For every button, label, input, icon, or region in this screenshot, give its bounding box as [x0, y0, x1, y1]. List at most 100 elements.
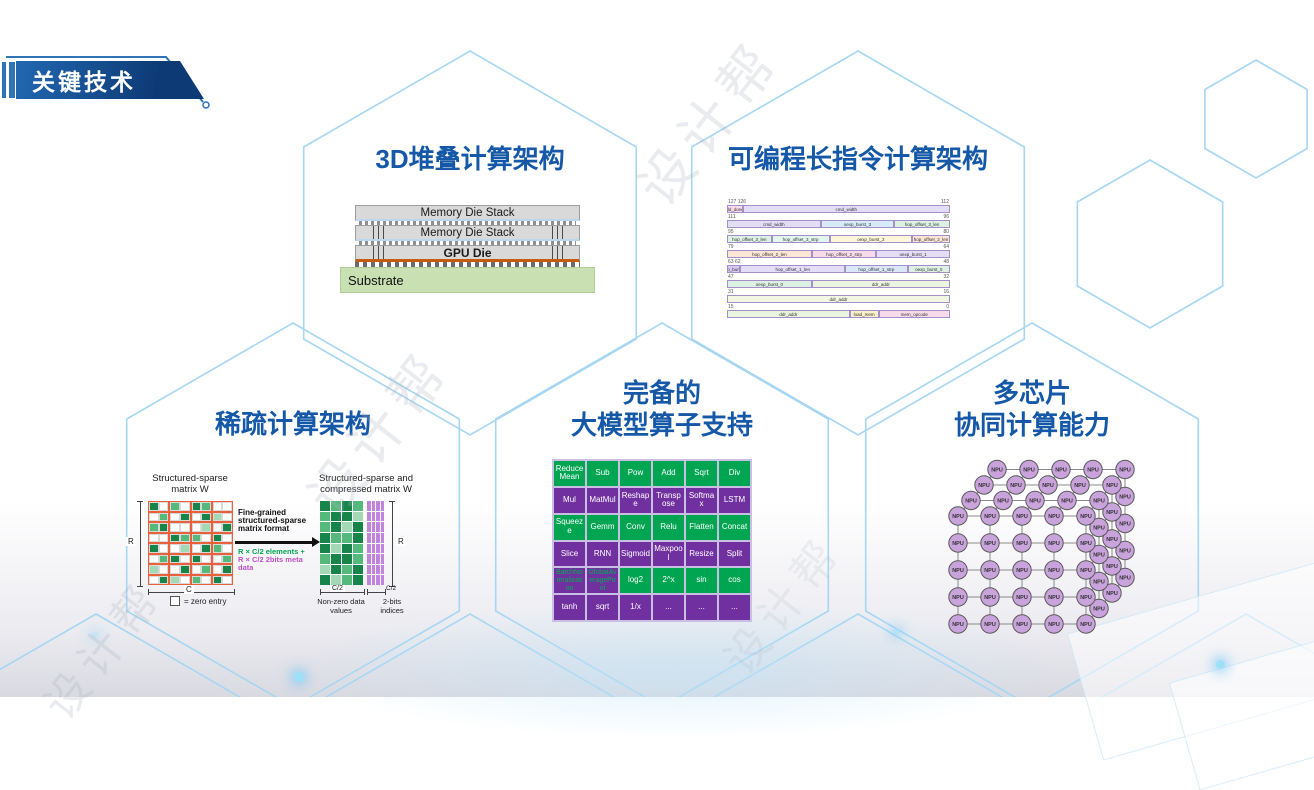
npu-node: NPU	[993, 490, 1013, 511]
npu-circle	[1051, 459, 1071, 480]
bit-field-bar: oexp_burst_1hop_offset_1_lenhop_offset_1…	[727, 265, 950, 273]
operator-cell: Conv	[620, 514, 651, 540]
glow-dot	[294, 672, 304, 682]
npu-node: NPU	[1044, 560, 1064, 580]
instruction-field: cmd_width	[727, 220, 821, 228]
npu-circle	[1044, 560, 1064, 580]
instruction-field: oexp_burst_2	[829, 235, 913, 243]
npu-label: NPU	[952, 541, 964, 547]
hexagon-outline	[494, 322, 830, 697]
npu-label: NPU	[1016, 541, 1028, 547]
npu-circle	[1102, 556, 1122, 576]
matrix-cell	[222, 565, 232, 574]
matrix-cell	[191, 533, 202, 542]
npu-node: NPU	[987, 459, 1007, 480]
operator-cell: MatMul	[587, 487, 618, 513]
matrix-cell	[179, 575, 190, 584]
matrix-cell	[149, 575, 159, 584]
bit-number-left: 47	[728, 274, 734, 280]
npu-circle	[1089, 517, 1109, 538]
matrix-cell	[212, 533, 223, 542]
compressed-cell	[320, 522, 330, 532]
instruction-field: cmd_width	[742, 205, 950, 213]
npu-node: NPU	[1051, 459, 1071, 480]
bit-field-bar: vld_donecmd_width	[727, 205, 950, 213]
operator-cell: ...	[653, 595, 684, 620]
compressed-cell	[320, 554, 330, 564]
npu-label: NPU	[1119, 576, 1131, 582]
npu-circle	[1025, 490, 1045, 511]
npu-node: NPU	[948, 614, 968, 634]
npu-label: NPU	[984, 568, 996, 574]
npu-node: NPU	[1044, 587, 1064, 607]
page-title: 关键技术	[32, 69, 136, 95]
glow-dot	[893, 628, 900, 635]
microbump-row	[359, 221, 576, 225]
glow-dot	[92, 632, 98, 638]
left-matrix-title: Structured-sparse matrix W	[152, 473, 228, 495]
matrix-cell	[158, 502, 169, 511]
npu-label: NPU	[1080, 622, 1092, 628]
npu-circle	[1012, 614, 1032, 634]
bit-number-right: 96	[943, 214, 949, 220]
meta-cell	[380, 522, 384, 532]
npu-node: NPU	[1115, 486, 1135, 507]
compressed-cell	[353, 532, 363, 543]
sparse-group	[169, 543, 191, 554]
substrate-layer: Substrate	[340, 267, 595, 293]
npu-label: NPU	[952, 595, 964, 601]
operator-cell: GlobalAveragePool	[587, 568, 618, 594]
compressed-cell	[320, 543, 330, 554]
hexagon-outline	[1076, 159, 1224, 329]
matrix-cell	[179, 502, 190, 511]
c-label: C	[184, 585, 194, 594]
instruction-field: hop_offset_3_len	[727, 235, 772, 243]
sparse-group	[190, 532, 212, 543]
npu-label: NPU	[1074, 483, 1086, 489]
sparse-group	[169, 511, 191, 522]
npu-node: NPU	[1076, 506, 1096, 526]
matrix-cell	[201, 565, 211, 574]
matrix-cell	[158, 523, 169, 532]
npu-circle	[993, 490, 1013, 511]
matrix-cell	[179, 565, 190, 574]
zero-entry-swatch	[170, 596, 180, 606]
compressed-cell	[353, 501, 363, 511]
npu-label: NPU	[1080, 514, 1092, 520]
npu-node: NPU	[1044, 533, 1064, 553]
compressed-cell	[342, 575, 352, 585]
matrix-cell	[149, 544, 159, 553]
npu-label: NPU	[1106, 510, 1118, 516]
bit-number-right: 48	[943, 259, 949, 265]
npu-node: NPU	[1076, 533, 1096, 553]
npu-node: NPU	[1115, 513, 1135, 534]
die-layer: GPU Die	[355, 245, 580, 262]
npu-node: NPU	[980, 506, 1000, 526]
matrix-cell	[158, 533, 169, 542]
instruction-field: load_mem	[849, 310, 879, 318]
npu-circle	[1044, 533, 1064, 553]
operator-cell: Reshape	[620, 487, 651, 513]
compressed-cell	[353, 575, 363, 585]
matrix-cell	[201, 544, 211, 553]
compressed-cell	[331, 532, 341, 543]
instruction-field: vld_done	[727, 205, 743, 213]
operator-cell: ...	[719, 595, 750, 620]
npu-node: NPU	[1102, 583, 1122, 603]
operator-cell: Sigmoid	[620, 541, 651, 567]
sparse-group	[190, 553, 212, 564]
npu-circle	[1089, 571, 1109, 592]
matrix-cell	[222, 523, 232, 532]
instruction-field: oexp_burst_0	[907, 265, 950, 273]
npu-node: NPU	[1076, 614, 1096, 634]
operator-cell: Add	[653, 461, 684, 486]
matrix-cell	[201, 523, 211, 532]
instruction-field: hop_offset_2_strp	[811, 250, 877, 258]
